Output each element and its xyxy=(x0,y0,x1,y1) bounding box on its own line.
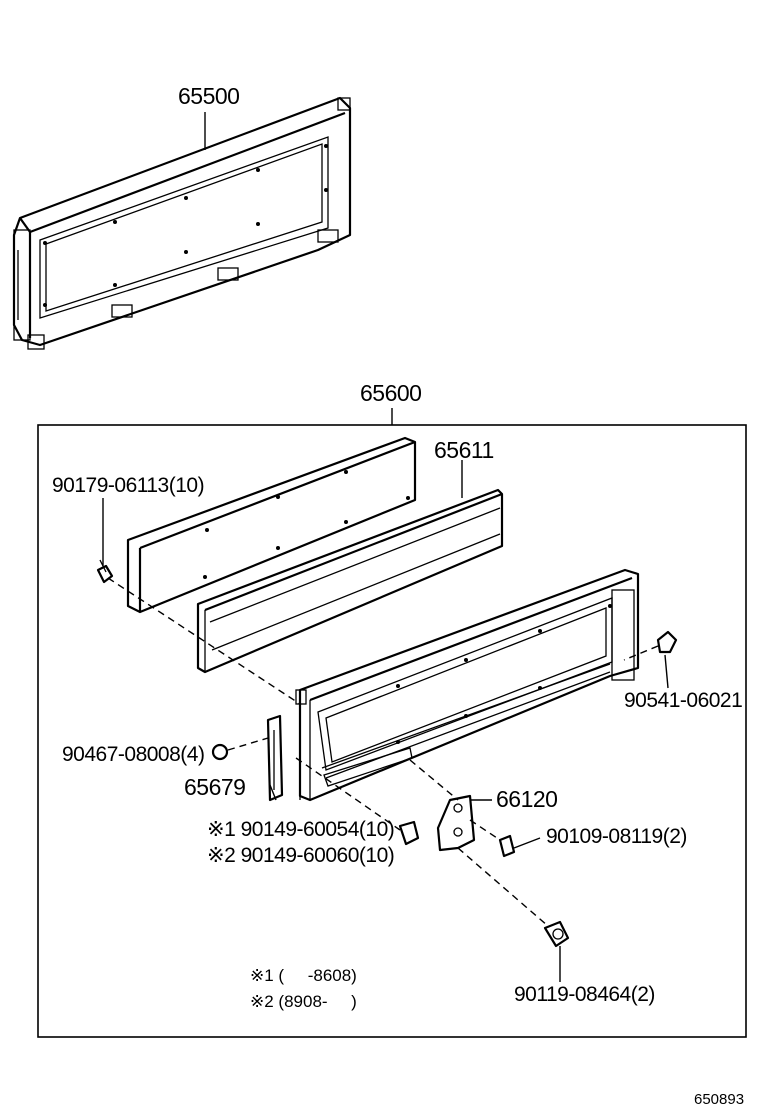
nut-90467 xyxy=(211,743,229,761)
label-65679: 65679 xyxy=(184,774,245,800)
label-90109: 90109-08119(2) xyxy=(546,825,687,848)
bolt-90109 xyxy=(498,834,516,858)
label-65500: 65500 xyxy=(178,83,239,109)
figure-id: 650893 xyxy=(694,1091,744,1108)
bolt-90541 xyxy=(656,630,678,654)
bolt-90119 xyxy=(543,920,570,948)
label-65600: 65600 xyxy=(360,380,421,406)
hinge-66120 xyxy=(436,794,476,852)
label-90541: 90541-06021 xyxy=(624,689,742,712)
assembly-lines xyxy=(102,498,669,982)
bracket-65679 xyxy=(266,714,284,802)
gate-frame xyxy=(295,568,640,802)
cover-board xyxy=(126,436,417,614)
label-66120: 66120 xyxy=(496,786,557,812)
label-90149-b: ※2 90149-60060(10) xyxy=(207,844,394,867)
channel-panel-65611 xyxy=(196,460,504,674)
rear-panel-65500 xyxy=(12,96,352,350)
note-2: ※2 (8908- ) xyxy=(250,992,357,1011)
label-90179: 90179-06113(10) xyxy=(52,474,204,497)
label-90119: 90119-08464(2) xyxy=(514,983,655,1006)
bolt-90149 xyxy=(398,820,420,846)
assembly-box-65600 xyxy=(37,424,747,1038)
label-65611: 65611 xyxy=(434,437,494,463)
label-90149-a: ※1 90149-60054(10) xyxy=(207,818,394,841)
label-90467: 90467-08008(4) xyxy=(62,743,204,766)
note-1: ※1 ( -8608) xyxy=(250,966,357,985)
